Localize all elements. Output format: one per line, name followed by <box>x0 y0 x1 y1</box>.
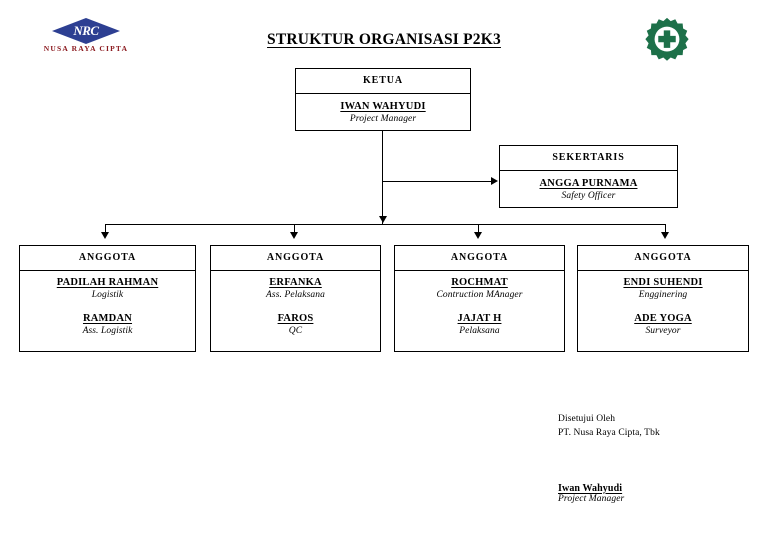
signatory-name: Iwan Wahyudi <box>558 482 623 494</box>
person-name: ADE YOGA <box>634 312 692 324</box>
person-role: Engginering <box>638 290 688 301</box>
org-box-anggota-4: ANGGOTA ENDI SUHENDI Engginering ADE YOG… <box>577 245 749 352</box>
person-entry: FAROS QC <box>215 313 376 338</box>
connector-trunk-vertical <box>382 131 384 224</box>
person-name: ENDI SUHENDI <box>623 277 703 288</box>
person-name: ANGGA PURNAMA <box>539 178 638 189</box>
box-header-ketua: KETUA <box>296 69 470 94</box>
box-header-anggota-1: ANGGOTA <box>20 246 195 271</box>
person-name: PADILAH RAHMAN <box>56 277 159 288</box>
person-role: Project Manager <box>349 114 417 125</box>
person-entry: RAMDAN Ass. Logistik <box>24 313 191 338</box>
box-header-sekertaris: SEKERTARIS <box>500 146 677 171</box>
person-role: QC <box>288 325 303 336</box>
box-body-anggota-1: PADILAH RAHMAN Logistik RAMDAN Ass. Logi… <box>20 271 195 344</box>
person-role: Logistik <box>91 290 124 301</box>
org-box-anggota-3: ANGGOTA ROCHMAT Contruction MAnager JAJA… <box>394 245 565 352</box>
person-name: ROCHMAT <box>451 277 508 288</box>
arrow-head-anggota-2 <box>290 232 298 239</box>
logo-nrc-monogram: NRC <box>73 23 99 38</box>
person-name: ERFANKA <box>269 277 322 288</box>
person-role: Contruction MAnager <box>436 290 523 301</box>
org-box-sekertaris: SEKERTARIS ANGGA PURNAMA Safety Officer <box>499 145 678 208</box>
connector-drop-anggota-2 <box>294 224 296 237</box>
org-box-ketua: KETUA IWAN WAHYUDI Project Manager <box>295 68 471 131</box>
person-name: RAMDAN <box>82 312 133 324</box>
person-name: JAJAT H <box>457 312 502 324</box>
person-role: Safety Officer <box>561 191 616 202</box>
person-entry: ROCHMAT Contruction MAnager <box>399 277 560 302</box>
box-body-anggota-2: ERFANKA Ass. Pelaksana FAROS QC <box>211 271 380 344</box>
arrow-head-anggota-3 <box>474 232 482 239</box>
arrow-head-sekertaris <box>491 177 498 185</box>
connector-drop-anggota-3 <box>478 224 480 237</box>
person-entry: IWAN WAHYUDI Project Manager <box>300 101 466 126</box>
nrc-company-logo: NRC NUSA RAYA CIPTA <box>24 18 148 58</box>
signature-block: Disetujui Oleh PT. Nusa Raya Cipta, Tbk … <box>558 413 758 504</box>
person-role: Pelaksana <box>459 325 500 336</box>
box-header-anggota-2: ANGGOTA <box>211 246 380 271</box>
org-box-anggota-1: ANGGOTA PADILAH RAHMAN Logistik RAMDAN A… <box>19 245 196 352</box>
logo-wordmark: NUSA RAYA CIPTA <box>43 44 129 53</box>
person-entry: ENDI SUHENDI Engginering <box>582 277 744 302</box>
person-entry: ADE YOGA Surveyor <box>582 313 744 338</box>
connector-drop-anggota-1 <box>105 224 107 237</box>
connector-branch-to-sekertaris <box>383 181 493 183</box>
person-entry: ANGGA PURNAMA Safety Officer <box>504 178 673 203</box>
box-header-anggota-4: ANGGOTA <box>578 246 748 271</box>
person-role: Surveyor <box>645 325 681 336</box>
box-header-anggota-3: ANGGOTA <box>395 246 564 271</box>
page-title: STRUKTUR ORGANISASI P2K3 <box>267 31 501 48</box>
box-body-ketua: IWAN WAHYUDI Project Manager <box>296 94 470 133</box>
person-role: Ass. Logistik <box>82 325 133 336</box>
approval-label: Disetujui Oleh <box>558 414 616 424</box>
box-body-anggota-3: ROCHMAT Contruction MAnager JAJAT H Pela… <box>395 271 564 344</box>
person-entry: PADILAH RAHMAN Logistik <box>24 277 191 302</box>
arrow-head-trunk <box>379 216 387 223</box>
box-body-sekertaris: ANGGA PURNAMA Safety Officer <box>500 171 677 210</box>
person-entry: ERFANKA Ass. Pelaksana <box>215 277 376 302</box>
person-role: Ass. Pelaksana <box>266 290 325 301</box>
connector-horizontal-bus <box>105 224 666 226</box>
arrow-head-anggota-4 <box>661 232 669 239</box>
signatory-role: Project Manager <box>558 493 625 504</box>
connector-drop-anggota-4 <box>665 224 667 237</box>
person-entry: JAJAT H Pelaksana <box>399 313 560 338</box>
signature-space <box>558 441 758 483</box>
approval-company: PT. Nusa Raya Cipta, Tbk <box>558 427 660 438</box>
k3-safety-gear-cross-icon <box>644 17 690 63</box>
arrow-head-anggota-1 <box>101 232 109 239</box>
box-body-anggota-4: ENDI SUHENDI Engginering ADE YOGA Survey… <box>578 271 748 344</box>
person-name: IWAN WAHYUDI <box>340 101 426 112</box>
org-box-anggota-2: ANGGOTA ERFANKA Ass. Pelaksana FAROS QC <box>210 245 381 352</box>
person-name: FAROS <box>277 312 314 324</box>
